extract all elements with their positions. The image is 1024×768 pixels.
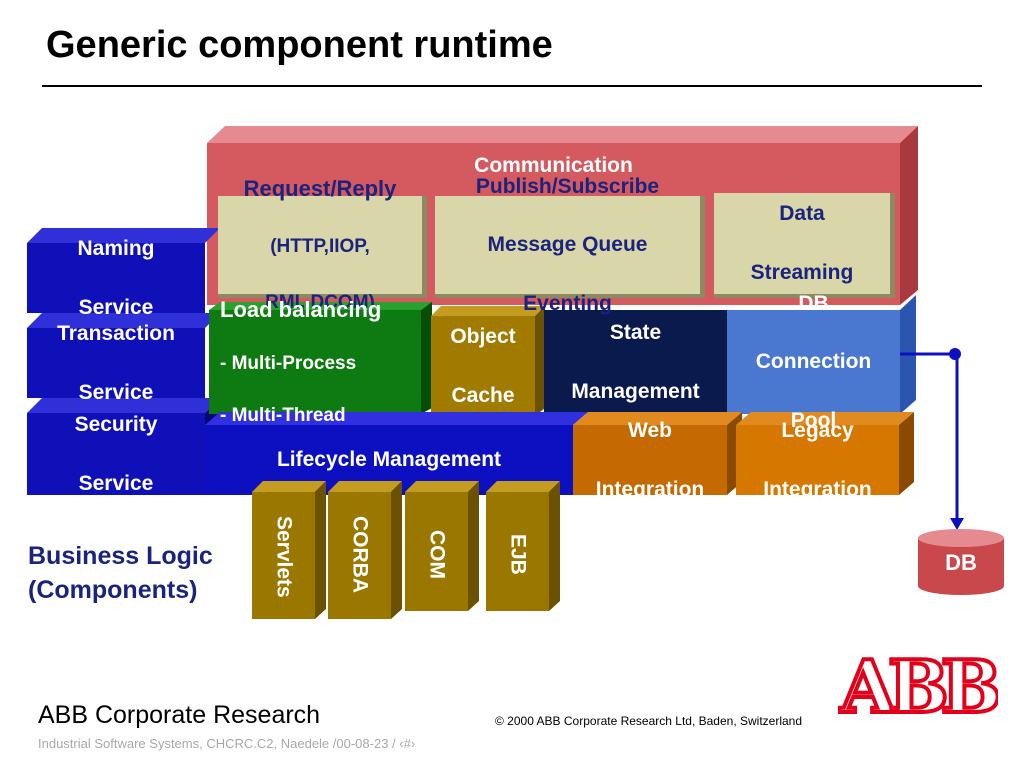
legacy-integration-box: Legacy Integration [736,419,899,501]
request-reply-box: Request/Reply (HTTP,IIOP, RMI, DCOM) [218,176,427,313]
db-connector-dot [949,348,961,360]
transaction-front-face [27,328,205,398]
transaction-service-line-1: Transaction [57,321,175,345]
servlets-column-shape [252,481,326,619]
transaction-service-box: Transaction Service [27,322,205,404]
legacy-integration-front-face [736,425,899,495]
transaction-top-face [27,313,220,328]
load-balancing-line-2: - Multi-Process [220,352,357,374]
title-divider [42,85,982,87]
db-text: DB [945,549,977,575]
object-cache-box: Object Cache [431,316,535,416]
lifecycle-management-text: Lifecycle Management [276,448,502,472]
communication-top-face [207,126,918,143]
data-streaming-line-2: Streaming [750,261,854,285]
web-integration-front-face [573,425,727,495]
com-column-shape [405,481,479,611]
request-reply-line-2: (HTTP,IIOP, [270,235,370,257]
db-pool-front-face [727,310,900,414]
load-balancing-box: Load balancing - Multi-Process - Multi-T… [209,297,421,426]
request-reply-line-1: Request/Reply [243,175,397,201]
servlets-label: Servlets [272,516,296,598]
ejb-column-shape [486,481,560,611]
legacy-integration-line-2: Integration [763,477,872,501]
db-pool-line-1: DB [798,291,829,315]
web-integration-line-2: Integration [595,477,705,501]
abb-logo: ABB [838,650,998,718]
legacy-integration-line-1: Legacy [781,418,854,442]
security-service-line-1: Security [74,412,158,436]
publish-subscribe-line-1: Publish/Subscribe [475,174,660,198]
corba-column: CORBA [328,516,391,616]
object-cache-line-1: Object [450,324,516,348]
corba-column-shape [328,481,402,619]
request-reply-line-3: RMI, DCOM) [265,291,375,313]
transaction-service-line-2: Service [78,380,154,404]
object-cache-line-2: Cache [451,383,515,407]
footer-copyright: © 2000 ABB Corporate Research Ltd, Baden… [495,714,803,728]
business-logic-line-2: (Components) [28,575,198,604]
load-balancing-front-face [209,310,421,414]
state-management-box: State Management [544,310,727,414]
db-connector-arrowhead [950,518,964,530]
security-service-line-2: Service [78,471,154,495]
load-balancing-line-1: Load balancing [220,296,382,322]
footer-subtitle: Industrial Software Systems, CHCRC.C2, N… [38,736,416,751]
db-pool-line-2: Connection [755,350,872,374]
lifecycle-management-box: Lifecycle Management [205,425,573,495]
security-service-box: Security Service [27,413,205,495]
publish-subscribe-line-2: Message Queue [487,233,648,257]
web-integration-box: Web Integration [573,419,727,501]
db-connection-pool-box: DB Connection Pool [727,292,900,433]
naming-service-line-1: Naming [77,236,155,260]
servlets-column: Servlets [252,516,315,616]
business-logic-line-1: Business Logic [28,542,213,570]
data-streaming-line-1: Data [779,202,825,226]
com-column: COM [405,530,468,610]
load-balancing-line-3: - Multi-Thread [220,404,346,426]
object-cache-front-face [431,316,535,416]
naming-front-face [27,243,205,313]
data-streaming-box: Data Streaming [714,193,895,298]
naming-service-line-2: Service [78,295,154,319]
db-pool-line-3: Pool [790,409,837,433]
ejb-label: EJB [506,534,530,575]
com-label: COM [425,530,449,579]
security-top-face [27,398,220,413]
abb-logo-text: ABB [839,650,998,718]
state-management-line-1: State [609,320,662,344]
db-cylinder-top [918,529,1004,547]
business-logic-label: Business Logic (Components) [28,540,213,608]
publish-subscribe-box: Publish/Subscribe Message Queue Eventing [435,175,705,315]
communication-text: Communication [474,154,633,178]
corba-label: CORBA [348,516,372,593]
state-management-line-2: Management [571,379,700,403]
communication-label: Communication [207,150,900,182]
security-front-face [27,413,205,495]
db-label: DB [918,548,1004,578]
state-management-front-face [544,310,727,414]
publish-subscribe-line-3: Eventing [523,292,612,316]
footer-organization: ABB Corporate Research [38,701,321,729]
naming-top-face [27,228,220,243]
naming-service-box: Naming Service [27,237,205,319]
web-integration-line-1: Web [628,418,672,442]
page-title: Generic component runtime [46,24,553,66]
ejb-column: EJB [486,534,549,610]
communication-side-face [900,126,918,305]
